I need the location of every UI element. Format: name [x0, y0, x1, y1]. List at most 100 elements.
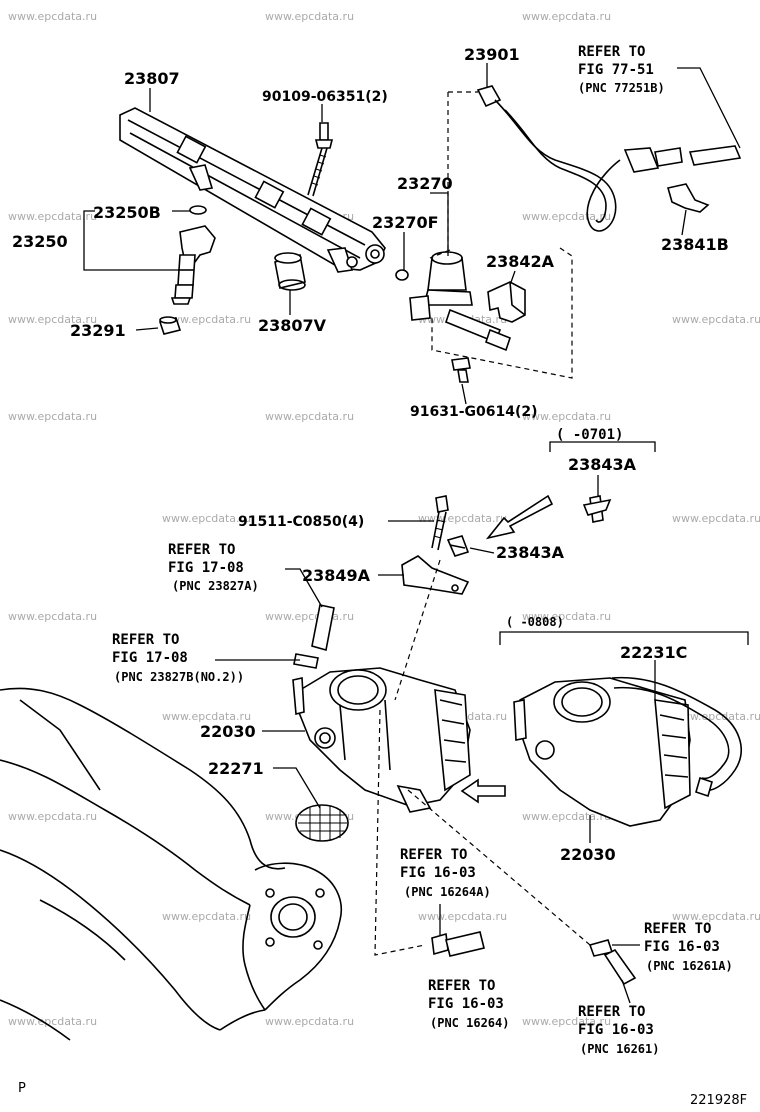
insulator-drawing — [274, 252, 306, 291]
figure-id: 221928F — [690, 1093, 747, 1108]
watermark-layer: www.epcdata.ru www.epcdata.ru www.epcdat… — [8, 10, 760, 1028]
watermark: www.epcdata.ru — [265, 10, 354, 23]
watermark: www.epcdata.ru — [8, 210, 97, 223]
bolt-drawing — [431, 495, 449, 551]
reference-line: (PNC 16261) — [580, 1042, 659, 1056]
watermark: www.epcdata.ru — [522, 810, 611, 823]
watermark: www.epcdata.ru — [265, 1015, 354, 1028]
watermark: www.epcdata.ru — [522, 610, 611, 623]
reference-note: REFER TO FIG 16-03 (PNC 16264) — [428, 978, 509, 1030]
part-number-label: 23270 — [397, 174, 453, 193]
reference-note: REFER TO FIG 17-08 (PNC 23827B(NO.2)) — [112, 632, 244, 684]
part-number-label: 23807V — [258, 316, 327, 335]
production-range-label: ( -0701) — [556, 427, 623, 443]
reference-line: (PNC 16264) — [430, 1016, 509, 1030]
direction-arrow — [460, 778, 506, 804]
reference-line: FIG 17-08 — [168, 560, 244, 576]
clip-drawing — [446, 535, 470, 557]
watermark: www.epcdata.ru — [418, 910, 507, 923]
part-number-label: 22030 — [560, 845, 616, 864]
part-number-label: 23849A — [302, 566, 371, 585]
watermark: www.epcdata.ru — [8, 1015, 97, 1028]
reference-line: REFER TO — [400, 847, 467, 863]
watermark: www.epcdata.ru — [418, 512, 507, 525]
bracket-drawing — [401, 555, 470, 595]
clip-drawing — [582, 495, 612, 523]
grommet-drawing — [158, 316, 182, 335]
watermark: www.epcdata.ru — [8, 10, 97, 23]
watermark: www.epcdata.ru — [522, 410, 611, 423]
reference-line: REFER TO — [644, 921, 711, 937]
reference-line: REFER TO — [428, 978, 495, 994]
watermark: www.epcdata.ru — [8, 810, 97, 823]
watermark: www.epcdata.ru — [672, 313, 760, 326]
reference-line: FIG 16-03 — [578, 1022, 654, 1038]
injector-drawing — [170, 205, 216, 305]
reference-line: (PNC 23827B(NO.2)) — [114, 670, 244, 684]
watermark: www.epcdata.ru — [8, 610, 97, 623]
reference-line: (PNC 23827A) — [172, 579, 259, 593]
reference-line: FIG 16-03 — [428, 996, 504, 1012]
reference-line: FIG 16-03 — [400, 865, 476, 881]
part-number-label: 23250B — [93, 203, 161, 222]
pressure-regulator-drawing — [395, 251, 511, 352]
reference-line: FIG 17-08 — [112, 650, 188, 666]
part-number-label: 23250 — [12, 232, 68, 251]
direction-arrow — [485, 494, 554, 540]
gasket-drawing — [295, 804, 349, 842]
part-number-label: 91511-C0850(4) — [238, 514, 364, 530]
reference-line: REFER TO — [168, 542, 235, 558]
part-number-label: 90109-06351(2) — [262, 89, 388, 105]
watermark: www.epcdata.ru — [672, 910, 760, 923]
part-number-label: 23291 — [70, 321, 126, 340]
part-number-label: 22030 — [200, 722, 256, 741]
part-number-label: 91631-G0614(2) — [410, 404, 538, 420]
assembly-line — [374, 559, 591, 956]
reference-line: REFER TO — [578, 44, 645, 60]
watermark: www.epcdata.ru — [522, 1015, 611, 1028]
leader-lines — [83, 63, 749, 1004]
watermark: www.epcdata.ru — [8, 410, 97, 423]
throttle-body-drawing — [513, 676, 742, 827]
reference-note: REFER TO FIG 17-08 (PNC 23827A) — [168, 542, 259, 593]
part-labels: 23807 90109-06351(2) 23901 23270 23270F … — [12, 45, 729, 864]
clip-drawing — [666, 183, 710, 213]
watermark: www.epcdata.ru — [672, 512, 760, 525]
part-number-label: 23843A — [496, 543, 565, 562]
reference-line: (PNC 16261A) — [646, 959, 733, 973]
throttle-body-drawing — [292, 667, 471, 813]
watermark: www.epcdata.ru — [672, 710, 760, 723]
reference-note: REFER TO FIG 16-03 (PNC 16264A) — [400, 847, 491, 899]
hose-drawing — [293, 604, 335, 669]
watermark: www.epcdata.ru — [162, 512, 251, 525]
reference-line: REFER TO — [578, 1004, 645, 1020]
reference-note: REFER TO FIG 16-03 (PNC 16261A) — [644, 921, 733, 973]
reference-line: FIG 16-03 — [644, 939, 720, 955]
reference-line: FIG 77-51 — [578, 62, 654, 78]
part-number-label: 23901 — [464, 45, 520, 64]
watermark: www.epcdata.ru — [162, 910, 251, 923]
fuel-rail-drawing — [119, 107, 386, 273]
part-number-label: 23841B — [661, 235, 729, 254]
watermark: www.epcdata.ru — [162, 313, 251, 326]
watermark: www.epcdata.ru — [265, 610, 354, 623]
reference-note: REFER TO FIG 77-51 (PNC 77251B) — [578, 44, 665, 95]
production-range-label: ( -0808) — [506, 615, 564, 629]
intake-manifold-drawing — [0, 687, 342, 1041]
hose-drawing — [431, 931, 637, 986]
watermark: www.epcdata.ru — [522, 10, 611, 23]
watermark: www.epcdata.ru — [162, 710, 251, 723]
reference-line: REFER TO — [112, 632, 179, 648]
part-number-label: 23843A — [568, 455, 637, 474]
watermark: www.epcdata.ru — [8, 313, 97, 326]
part-number-label: 23842A — [486, 252, 555, 271]
reference-note: REFER TO FIG 16-03 (PNC 16261) — [578, 1004, 659, 1056]
part-number-label: 22271 — [208, 759, 264, 778]
fuel-hose-drawing — [476, 85, 742, 232]
part-number-label: 23807 — [124, 69, 180, 88]
bolt-drawing — [451, 357, 471, 383]
part-number-label: 22231C — [620, 643, 687, 662]
reference-line: (PNC 16264A) — [404, 885, 491, 899]
